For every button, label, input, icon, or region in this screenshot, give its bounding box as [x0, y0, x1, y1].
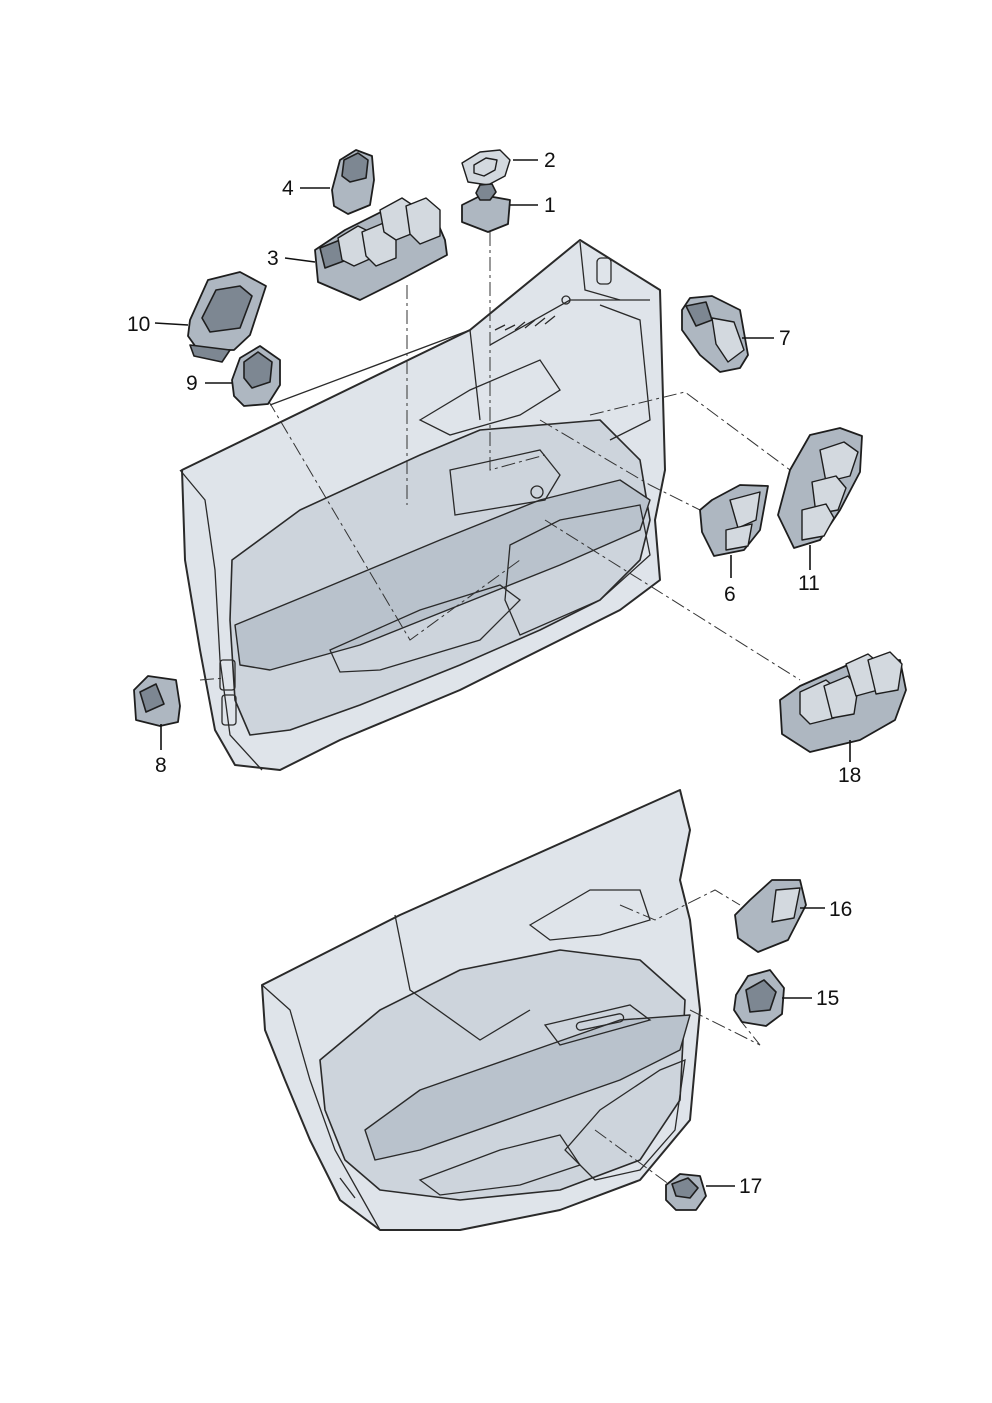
callout-2: 2: [544, 149, 556, 172]
part-18-master-window-switch[interactable]: [779, 651, 907, 753]
part-17-small-switch[interactable]: [665, 1173, 707, 1211]
part-8-small-switch[interactable]: [133, 675, 181, 727]
callout-11: 11: [798, 572, 820, 595]
part-16-rear-switch[interactable]: [734, 879, 807, 953]
callout-leaders: [154, 159, 851, 1187]
front-door-trim-panel: [179, 239, 666, 771]
rear-door-trim-panel: [261, 789, 701, 1231]
part-15-rear-window-switch[interactable]: [733, 969, 785, 1027]
callout-1: 1: [544, 194, 556, 217]
part-6-window-switch[interactable]: [699, 484, 769, 557]
callout-6: 6: [724, 583, 736, 606]
part-10-switch-bezel[interactable]: [187, 271, 267, 363]
callout-18: 18: [838, 764, 861, 787]
callout-16: 16: [829, 898, 852, 921]
callout-4: 4: [282, 177, 294, 200]
callout-3: 3: [267, 247, 279, 270]
callout-labels: 1 2 3 4 6 7 8 9 10 11 15 16 17 18: [127, 149, 861, 1198]
callout-9: 9: [186, 372, 198, 395]
part-1-mirror-switch[interactable]: [461, 183, 511, 233]
callout-7: 7: [779, 327, 791, 350]
part-2-gasket[interactable]: [461, 149, 511, 186]
part-9-window-switch[interactable]: [231, 345, 281, 407]
part-11-switch-strip[interactable]: [777, 427, 863, 549]
part-4-window-switch[interactable]: [331, 149, 375, 215]
callout-17: 17: [739, 1175, 762, 1198]
callout-15: 15: [816, 987, 839, 1010]
part-3-master-window-switch[interactable]: [314, 197, 448, 301]
callout-8: 8: [155, 754, 167, 777]
assembly-lines: [199, 232, 801, 1186]
part-7-seat-switch[interactable]: [681, 295, 749, 373]
callout-10: 10: [127, 313, 150, 336]
